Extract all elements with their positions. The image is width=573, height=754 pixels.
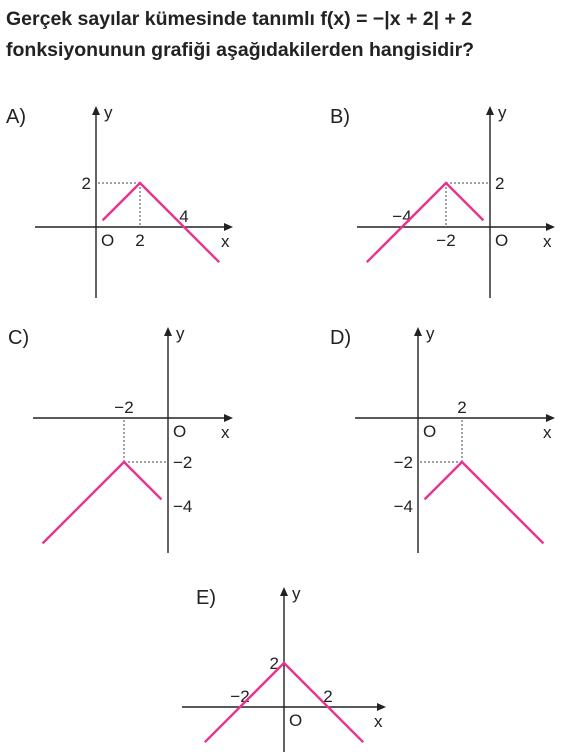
- tick-label: 2: [135, 231, 144, 250]
- tick-label: 2: [457, 398, 466, 417]
- option-a-graph[interactable]: A) x yO 2 2 4: [6, 103, 233, 298]
- tick-label: 2: [270, 654, 279, 673]
- tick-label: −2: [173, 453, 192, 472]
- option-b-label[interactable]: B): [330, 106, 350, 128]
- x-axis-arrow-icon: [546, 414, 555, 422]
- option-d-label[interactable]: D): [330, 327, 351, 349]
- y-axis-label: y: [292, 584, 301, 603]
- tick-label: −4: [173, 497, 192, 516]
- question-line-2: fonksiyonunun grafiği aşağıdakilerden ha…: [6, 39, 475, 61]
- y-axis-label: y: [104, 103, 113, 122]
- x-axis-label: x: [374, 712, 383, 731]
- tick-label: 2: [323, 687, 332, 706]
- tick-label: −2: [394, 453, 413, 472]
- y-axis-arrow-icon: [414, 327, 422, 336]
- tick-label: −2: [230, 687, 249, 706]
- y-axis-arrow-icon: [164, 327, 172, 336]
- origin-label: O: [101, 231, 114, 250]
- tick-label: −2: [114, 398, 133, 417]
- tick-label: −2: [436, 231, 455, 250]
- x-axis-label: x: [221, 232, 230, 251]
- origin-label: O: [173, 422, 186, 441]
- x-axis-arrow-icon: [224, 414, 233, 422]
- x-axis-arrow-icon: [224, 223, 233, 231]
- tick-label: −4: [394, 497, 413, 516]
- tick-label: −4: [392, 207, 411, 226]
- function-graph-line: [365, 181, 485, 264]
- y-axis-arrow-icon: [486, 106, 494, 115]
- function-graph-line: [101, 181, 221, 264]
- option-e-label[interactable]: E): [196, 587, 216, 609]
- question-line-1: Gerçek sayılar kümesinde tanımlı f(x) = …: [6, 8, 473, 30]
- x-axis-label: x: [543, 232, 552, 251]
- function-graph-line: [203, 661, 365, 744]
- option-c-label[interactable]: C): [8, 327, 29, 349]
- option-d-graph[interactable]: D) x yO 2 −2 −4: [330, 324, 555, 553]
- option-b-graph[interactable]: B) x yO 2 −2 −4: [330, 103, 555, 298]
- tick-label: 4: [179, 207, 188, 226]
- y-axis-label: y: [498, 103, 507, 122]
- x-axis-arrow-icon: [546, 223, 555, 231]
- x-axis-label: x: [543, 423, 552, 442]
- tick-label: 2: [495, 174, 504, 193]
- origin-label: O: [495, 231, 508, 250]
- option-e-graph[interactable]: E) x yO 2 −2 2: [182, 584, 386, 752]
- y-axis-arrow-icon: [280, 587, 288, 596]
- tick-label: 2: [82, 174, 91, 193]
- origin-label: O: [289, 711, 302, 730]
- origin-label: O: [423, 422, 436, 441]
- function-graph-line: [41, 460, 163, 545]
- y-axis-label: y: [426, 324, 435, 343]
- option-a-label[interactable]: A): [6, 106, 26, 128]
- question-text: Gerçek sayılar kümesinde tanımlı f(x) = …: [6, 4, 571, 66]
- x-axis-label: x: [221, 423, 230, 442]
- y-axis-label: y: [176, 324, 185, 343]
- y-axis-arrow-icon: [92, 106, 100, 115]
- option-c-graph[interactable]: C) x yO −2 −2 −4: [8, 324, 233, 553]
- x-axis-arrow-icon: [377, 703, 386, 711]
- function-graph-line: [423, 460, 545, 545]
